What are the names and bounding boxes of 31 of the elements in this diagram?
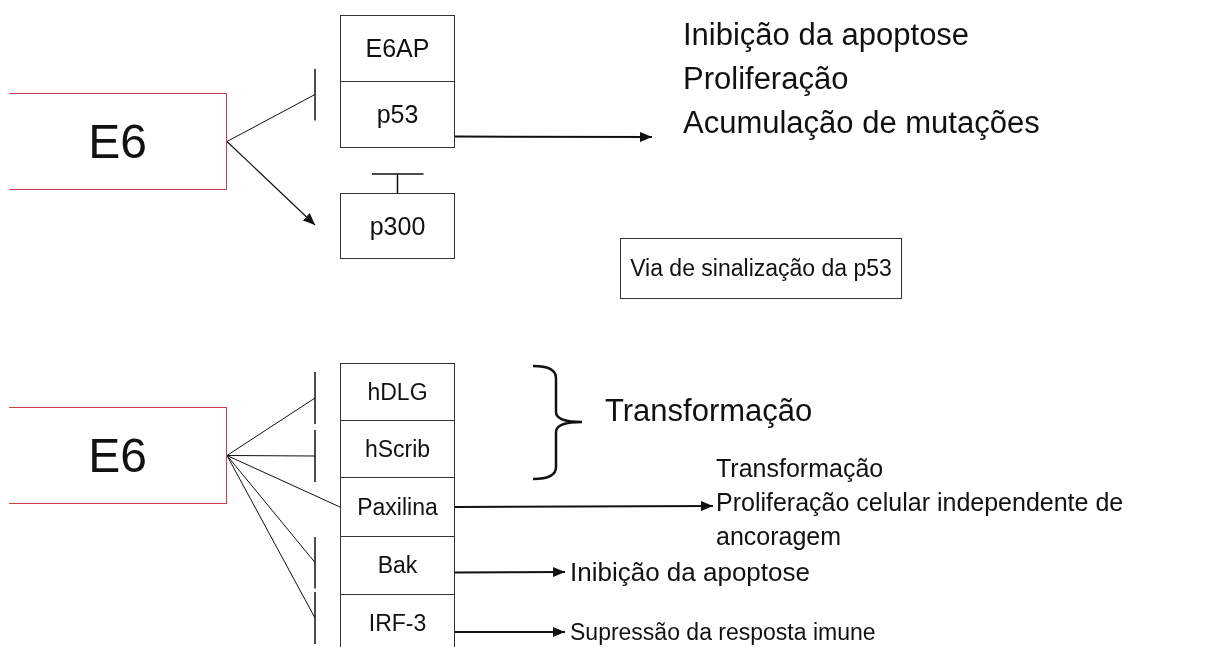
arrow (454, 501, 714, 512)
effect-text: Supressão da resposta imune (570, 615, 876, 647)
protein-box: hDLG (340, 363, 455, 421)
protein-box: hScrib (340, 420, 455, 478)
effect-text: Inibição da apoptose (683, 16, 970, 54)
protein-box: E6AP (340, 15, 455, 82)
pathway-box: Via de sinalização da p53 (620, 238, 902, 299)
inhibition-connector (226, 429, 316, 483)
protein-box: Paxilina (340, 477, 455, 537)
arrow (454, 131, 653, 142)
effect-text: Proliferação celular independente de ancoragem (716, 487, 1125, 552)
effect-text: Acumulação de mutações (683, 104, 1040, 142)
connector-line (226, 455, 341, 508)
arrow (454, 567, 566, 578)
inhibition-connector (370, 173, 425, 194)
inhibition-connector (226, 455, 316, 645)
protein-box: IRF-3 (340, 594, 455, 647)
inhibition-connector (226, 455, 316, 590)
group-label: Transformação (605, 393, 813, 429)
effect-text: Proliferação (683, 60, 849, 98)
protein-box: Bak (340, 536, 455, 595)
inhibition-connector (226, 371, 316, 456)
effect-text: Inibição da apoptose (570, 555, 810, 589)
effect-text: Transformação (716, 453, 884, 484)
arrow (226, 140, 316, 226)
protein-box: E6 (9, 93, 227, 190)
inhibition-connector (226, 67, 316, 142)
protein-box: p53 (340, 81, 455, 148)
arrow (454, 627, 566, 637)
protein-box: p300 (340, 193, 455, 259)
protein-box: E6 (9, 407, 227, 504)
